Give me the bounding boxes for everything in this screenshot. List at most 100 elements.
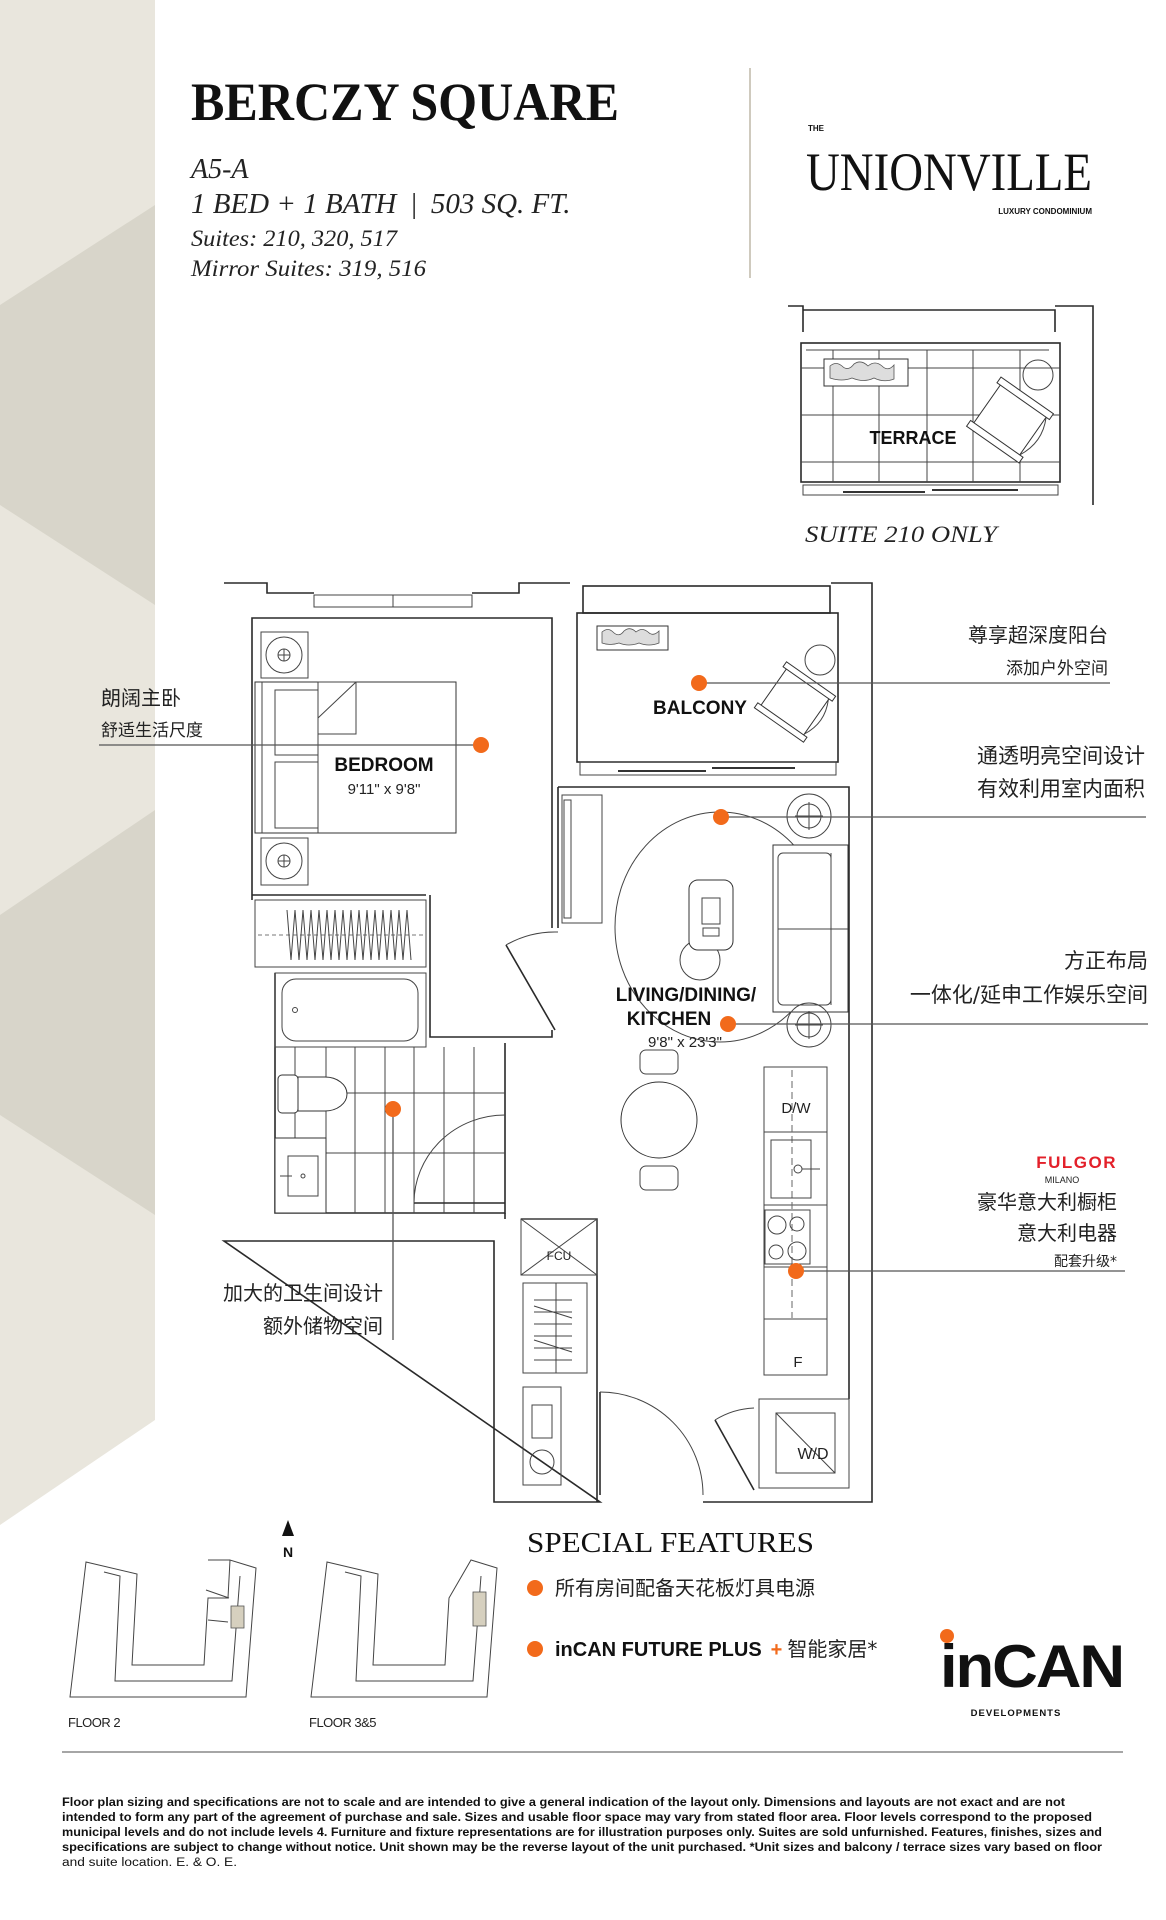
bedroom-label: BEDROOM: [334, 755, 433, 776]
special-features: SPECIAL FEATURES 所有房间配备天花板灯具电源 inCAN FUT…: [527, 1528, 877, 1661]
separator: |: [410, 188, 418, 220]
dining-table-icon: [620, 1049, 698, 1191]
callout-kitchen-line2: 意大利电器: [1017, 1221, 1117, 1245]
callout-balcony-line2: 添加户外空间: [1006, 659, 1108, 679]
living-marker: [713, 809, 729, 825]
tv-unit: [561, 794, 603, 924]
north-arrow-icon: [282, 1520, 294, 1536]
unit-model: A5-A: [189, 154, 249, 185]
callout-layout-line1: 方正布局: [1064, 949, 1148, 973]
fulgor-sub: MILANO: [1045, 1175, 1080, 1185]
lounge-chair-icon: [965, 376, 1055, 464]
key-plans: N FLOOR 2 FLOOR 3&5: [68, 1520, 498, 1730]
vanity-icon: [274, 1137, 327, 1214]
callout-bright-line2: 有效利用室内面积: [977, 777, 1145, 801]
terrace-inset: TERRACE SUITE 210 ONLY: [788, 305, 1094, 547]
terrace-note: SUITE 210 ONLY: [805, 522, 1000, 547]
fcu-unit: FCU: [520, 1218, 598, 1276]
callout-bright-line1: 通透明亮空间设计: [977, 744, 1145, 768]
callout-bath-line2: 额外储物空间: [263, 1314, 383, 1338]
callouts: 朗阔主卧 舒适生活尺度 尊享超深度阳台 添加户外空间 通透明亮空间设计 有效利用…: [101, 623, 1148, 1338]
laundry-closet: W/D: [714, 1398, 850, 1491]
callout-kitchen-line1: 豪华意大利橱柜: [977, 1190, 1117, 1214]
fcu-label: FCU: [547, 1249, 572, 1263]
balcony-label: BALCONY: [653, 698, 747, 719]
balcony-marker: [691, 675, 707, 691]
dishwasher-label: D/W: [781, 1100, 811, 1117]
bed-icon: [254, 681, 457, 834]
bedroom-closet: [254, 899, 427, 968]
nightstand-icon: [260, 631, 309, 886]
callout-bedroom-line2: 舒适生活尺度: [101, 721, 203, 741]
disclaimer-line: and suite location. E. & O. E.: [62, 1857, 237, 1869]
callout-kitchen-line3: 配套升级*: [1054, 1254, 1117, 1270]
incan-logo: inCAN DEVELOPMENTS: [940, 1629, 1125, 1719]
feature-item-2-text: 智能家居*: [787, 1637, 877, 1661]
terrace-label: TERRACE: [869, 428, 956, 448]
logo-tagline: LUXURY CONDOMINIUM: [998, 207, 1092, 216]
washer-dryer-label: W/D: [797, 1446, 828, 1463]
callout-bath-line1: 加大的卫生间设计: [223, 1281, 383, 1305]
area-text: 503 SQ. FT.: [431, 188, 571, 220]
bullet-icon: [527, 1641, 543, 1657]
feature-item-1: 所有房间配备天花板灯具电源: [555, 1576, 815, 1600]
floor-2-label: FLOOR 2: [68, 1715, 120, 1730]
disclaimer-line: Floor plan sizing and specifications are…: [62, 1797, 1065, 1809]
north-label: N: [283, 1544, 293, 1560]
toilet-icon: [277, 1074, 348, 1114]
kitchen-counter: D/W F: [763, 1066, 828, 1376]
lounge-chair-icon: [753, 661, 837, 743]
callout-markers: [99, 675, 1148, 1340]
layout-text: 1 BED + 1 BATH: [191, 188, 398, 220]
sofa-icon: [772, 844, 849, 1013]
header: BERCZY SQUARE A5-A 1 BED + 1 BATH | 503 …: [189, 68, 751, 281]
project-title: BERCZY SQUARE: [191, 72, 619, 132]
keyplan-floor-2: FLOOR 2: [68, 1559, 257, 1730]
keyplan-floor-3-5: FLOOR 3&5: [309, 1559, 498, 1730]
lamp-icon: [786, 793, 832, 1048]
developer-sub: DEVELOPMENTS: [971, 1708, 1062, 1719]
fridge-label: F: [793, 1354, 802, 1371]
hall-closet: [522, 1282, 588, 1374]
bedroom-dims: 9'11" x 9'8": [348, 781, 421, 798]
bedroom-marker: [473, 737, 489, 753]
balcony: [576, 585, 839, 776]
feature-item-2-brand: inCAN FUTURE PLUS: [555, 1639, 762, 1661]
living-label-line1: LIVING/DINING/: [616, 985, 757, 1006]
bathtub-icon: [274, 972, 427, 1048]
kitchen-marker: [788, 1263, 804, 1279]
decorative-side-panel: [0, 0, 155, 1525]
disclaimer-line: municipal levels and do not include leve…: [62, 1827, 1102, 1839]
developer-name: inCAN: [940, 1633, 1123, 1700]
callout-layout-line2: 一体化/延申工作娱乐空间: [910, 983, 1148, 1007]
logo-the: THE: [808, 124, 825, 133]
living-dims: 9'8" x 23'3": [648, 1034, 722, 1051]
bedroom-door: [505, 944, 556, 1031]
mirror-suites-list: Mirror Suites: 319, 516: [190, 256, 427, 281]
bathroom-tiles: [294, 1047, 505, 1213]
feature-item-2: inCAN FUTURE PLUS + 智能家居*: [555, 1637, 877, 1661]
disclaimer-line: specifications are subject to change wit…: [62, 1842, 1103, 1854]
side-table-icon: [1022, 359, 1054, 391]
bullet-icon: [527, 1580, 543, 1596]
disclaimer: Floor plan sizing and specifications are…: [62, 1797, 1103, 1869]
bathroom-marker: [385, 1101, 401, 1117]
disclaimer-line: intended to form any part of the agreeme…: [62, 1812, 1092, 1824]
callout-bedroom-line1: 朗阔主卧: [101, 686, 181, 710]
exterior-wall: [221, 582, 873, 1503]
features-title: SPECIAL FEATURES: [527, 1528, 814, 1559]
floor-3-5-label: FLOOR 3&5: [309, 1715, 376, 1730]
coffee-table-icon: [688, 879, 734, 951]
feature-item-2-plus: +: [771, 1639, 783, 1661]
entry-cabinet: [522, 1386, 562, 1486]
logo-name: UNIONVILLE: [806, 142, 1092, 202]
living-label-line2: KITCHEN: [627, 1009, 711, 1030]
unionville-logo: THE UNIONVILLE LUXURY CONDOMINIUM: [806, 124, 1092, 216]
suites-list: Suites: 210, 320, 517: [191, 226, 399, 251]
fulgor-logo: FULGOR: [1036, 1153, 1117, 1172]
layout-marker: [720, 1016, 736, 1032]
floor-plan: FCU: [99, 582, 1148, 1503]
side-table-icon: [804, 644, 836, 676]
